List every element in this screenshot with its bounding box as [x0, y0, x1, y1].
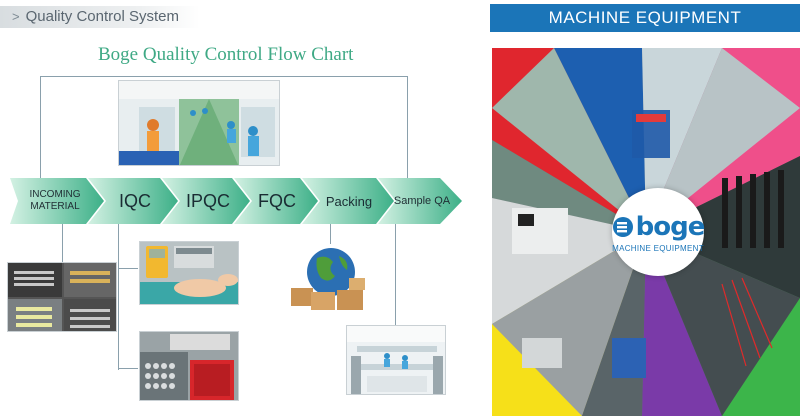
connector-line [118, 368, 138, 369]
incoming-material-photo [7, 262, 117, 332]
step-label: INCOMING [29, 189, 81, 200]
connector-line [40, 76, 41, 180]
step-fqc: FQC [258, 190, 296, 211]
section-tab: > Quality Control System [0, 6, 200, 28]
boge-b-icon [612, 216, 633, 237]
logo-caption: MACHINE EQUIPMENT [612, 243, 704, 253]
machine-photo-wedge [492, 140, 646, 232]
logo-word: boge [635, 211, 706, 242]
flow-arrow-ipqc [162, 178, 250, 224]
equipment-collage: boge MACHINE EQUIPMENT [492, 48, 800, 416]
machine-photo-wedge [492, 48, 646, 232]
flow-arrow-iqc [88, 178, 178, 224]
flow-arrow-fqc [234, 178, 318, 224]
step-iqc: IQC [118, 190, 151, 211]
connector-line [62, 222, 63, 262]
boge-logo: boge MACHINE EQUIPMENT [612, 188, 705, 276]
connector-line [395, 222, 396, 326]
machine-photo-wedge [642, 48, 722, 232]
iqc-testing-photo [139, 241, 239, 305]
machine-photo-wedge [646, 48, 800, 232]
flow-arrow-sample-qa [378, 178, 462, 224]
connector-line [330, 222, 331, 244]
machine-photo-wedge [646, 232, 800, 416]
connector-line [40, 76, 408, 77]
step-label: MATERIAL [30, 201, 80, 212]
logo-mark: boge [612, 212, 705, 242]
ipqc-inspection-photo [139, 331, 239, 401]
packing-globe-photo [287, 244, 371, 312]
machine-equipment-panel: MACHINE EQUIPMENT [470, 0, 800, 420]
flow-chart-title: Boge Quality Control Flow Chart [98, 44, 354, 65]
step-ipqc: IPQC [185, 190, 230, 211]
flow-arrow-incoming [10, 178, 104, 224]
connector-line [118, 222, 119, 370]
connector-line [407, 76, 408, 180]
chevron-right-icon: > [12, 9, 20, 24]
step-incoming-material: INCOMING MATERIAL [16, 178, 94, 224]
step-packing: Packing [325, 193, 373, 209]
collage-wedge-purple [642, 232, 722, 416]
machine-equipment-banner: MACHINE EQUIPMENT [490, 4, 800, 32]
factory-floor-photo [118, 80, 280, 166]
connector-line [118, 268, 138, 269]
step-sample-qa: Sample QA [393, 195, 451, 207]
sample-qa-lab-photo [346, 325, 446, 395]
quality-control-panel: > Quality Control System Boge Quality Con… [0, 6, 462, 401]
process-flow: INCOMING MATERIAL IQC IPQC FQC Packing S… [10, 178, 462, 224]
section-title: Quality Control System [25, 8, 179, 25]
flow-arrow-packing [302, 178, 394, 224]
machine-photo-wedge [492, 232, 646, 416]
